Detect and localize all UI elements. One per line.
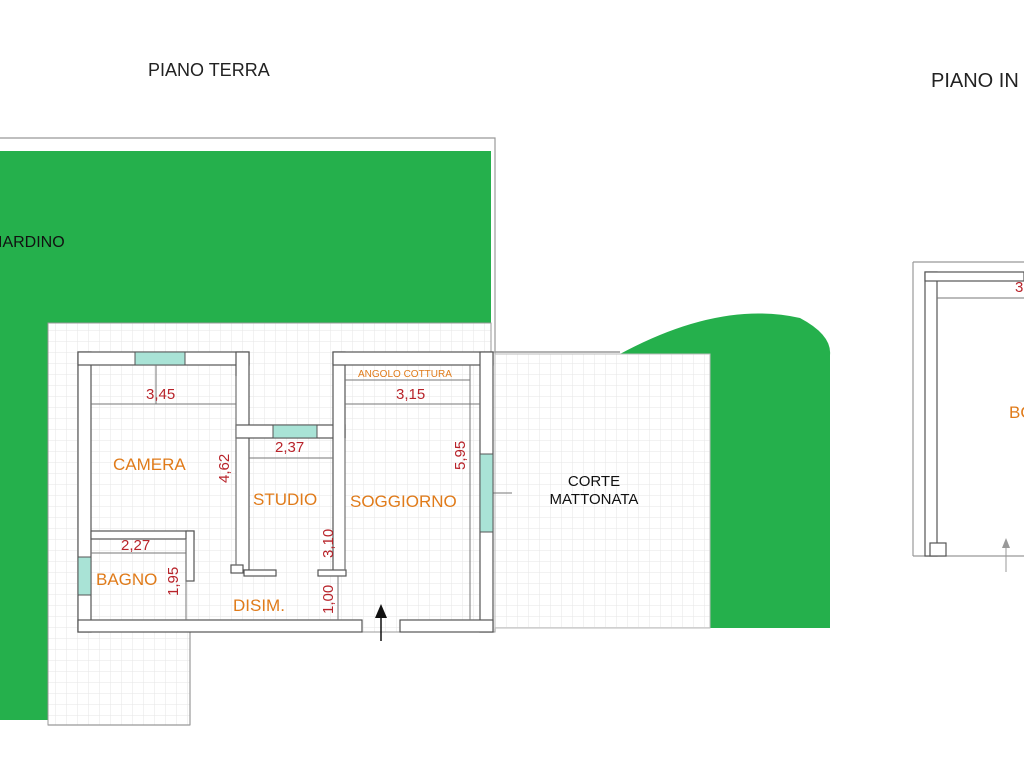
entrance-arrow-icon [375,604,387,641]
disimpegno-depth: 1,00 [320,585,337,614]
studio-depth: 3,10 [320,529,337,558]
garden-strip [0,323,48,720]
windows [77,351,494,596]
upper-room-fragment: BO [1009,403,1024,422]
room-disimpegno-label: DISIM. [233,596,285,615]
soggiorno-depth: 5,95 [452,441,469,470]
upper-width-fragment: 3 [1015,279,1023,296]
soggiorno-width: 3,15 [396,386,425,403]
room-camera-label: CAMERA [113,455,186,474]
floor-title-ground: PIANO TERRA [148,60,270,80]
window-soggiorno [479,453,494,533]
upper-floor-plan [912,261,1024,572]
bagno-depth: 1,95 [165,567,182,596]
courtyard-paving [494,353,711,629]
camera-width: 3,45 [146,386,175,403]
courtyard-label-line2: MATTONATA [550,491,639,508]
terrace-paving [47,322,496,726]
camera-depth: 4,62 [216,454,233,483]
floor-title-upper: PIANO IN [931,70,1019,92]
angolo-cottura-label: ANGOLO COTTURA [358,369,452,380]
room-studio-label: STUDIO [253,490,317,509]
dimension-lines [91,365,480,620]
bagno-width: 2,27 [121,537,150,554]
courtyard-label-line1: CORTE [568,473,620,490]
window-studio [272,424,318,439]
studio-width: 2,37 [275,439,304,456]
window-camera [134,351,186,366]
room-soggiorno-label: SOGGIORNO [350,492,457,511]
garden-area [0,151,491,323]
room-bagno-label: BAGNO [96,570,157,589]
courtyard-garden [620,313,831,628]
garden-label: IARDINO [0,234,65,251]
lot-boundary [0,137,496,352]
window-bagno [77,556,92,596]
